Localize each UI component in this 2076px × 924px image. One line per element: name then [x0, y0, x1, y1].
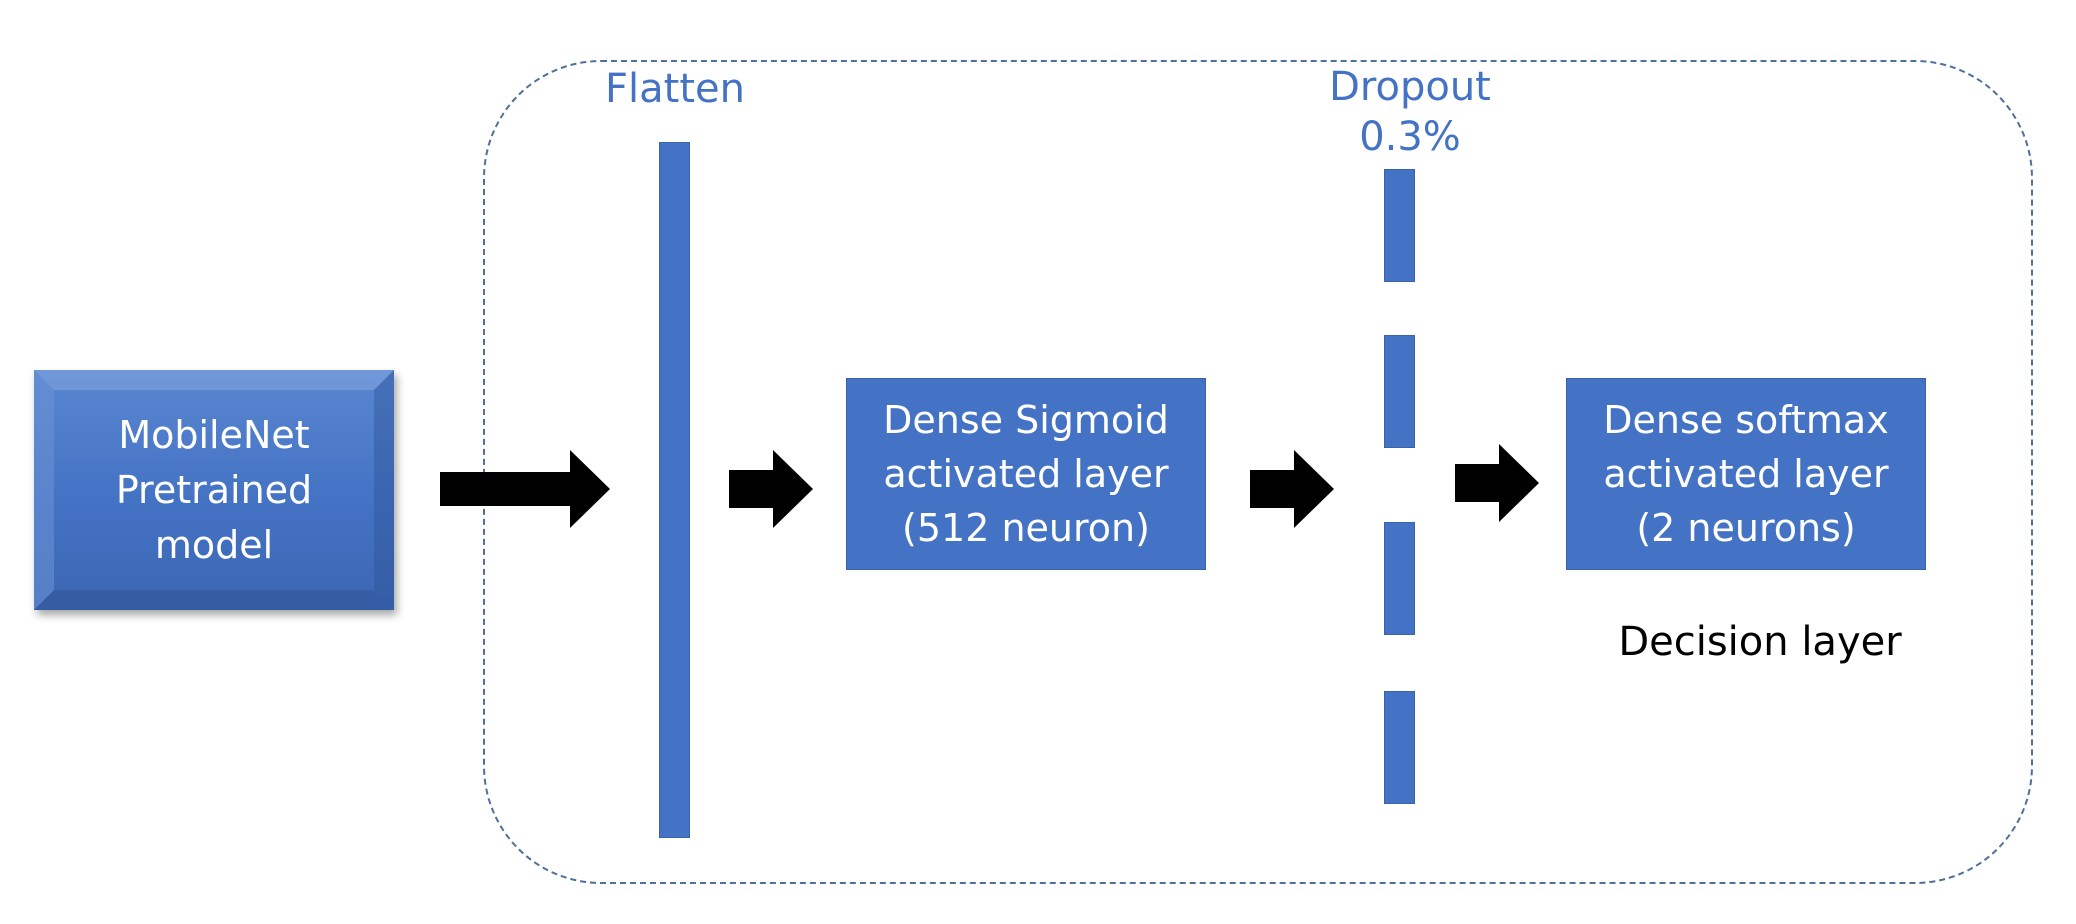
arrow-right-icon [729, 450, 813, 528]
dropout-segment [1384, 691, 1415, 804]
decision-layer-label: Decision layer [1618, 619, 1902, 665]
dense-sigmoid-line-3: (512 neuron) [902, 506, 1150, 550]
dense-softmax-line-2: activated layer [1603, 452, 1889, 496]
pretrained-model-line-3: model [154, 522, 274, 567]
dropout-segment [1384, 169, 1415, 282]
dense-sigmoid-block: Dense Sigmoid activated layer (512 neuro… [846, 378, 1206, 570]
arrow-right-icon [440, 450, 610, 528]
dropout-label-line-1: Dropout [1329, 64, 1491, 110]
arrow-right-icon [1250, 450, 1334, 528]
dense-sigmoid-line-1: Dense Sigmoid [883, 398, 1169, 442]
dense-softmax-line-3: (2 neurons) [1636, 506, 1856, 550]
dropout-segment [1384, 522, 1415, 635]
arrow-dropout-to-softmax [1455, 444, 1539, 522]
dense-softmax-line-1: Dense softmax [1603, 398, 1889, 442]
pretrained-model-line-1: MobileNet [118, 412, 310, 457]
pretrained-model-block: MobileNet Pretrained model [34, 370, 394, 610]
arrow-right-icon [1455, 444, 1539, 522]
flatten-layer-bar [659, 142, 690, 838]
dropout-label-line-2: 0.3% [1359, 114, 1461, 160]
dropout-segment [1384, 335, 1415, 448]
dense-sigmoid-line-2: activated layer [883, 452, 1169, 496]
dense-softmax-block: Dense softmax activated layer (2 neurons… [1566, 378, 1926, 570]
bevel-shading [34, 370, 394, 610]
pretrained-model-label: MobileNet Pretrained model [34, 370, 394, 610]
arrow-dense-to-dropout [1250, 450, 1334, 528]
arrow-flatten-to-dense [729, 450, 813, 528]
pretrained-model-line-2: Pretrained [115, 467, 313, 512]
dropout-label: Dropout 0.3% [1270, 62, 1550, 162]
arrow-model-to-flatten [440, 450, 610, 528]
flatten-label: Flatten [605, 66, 745, 112]
